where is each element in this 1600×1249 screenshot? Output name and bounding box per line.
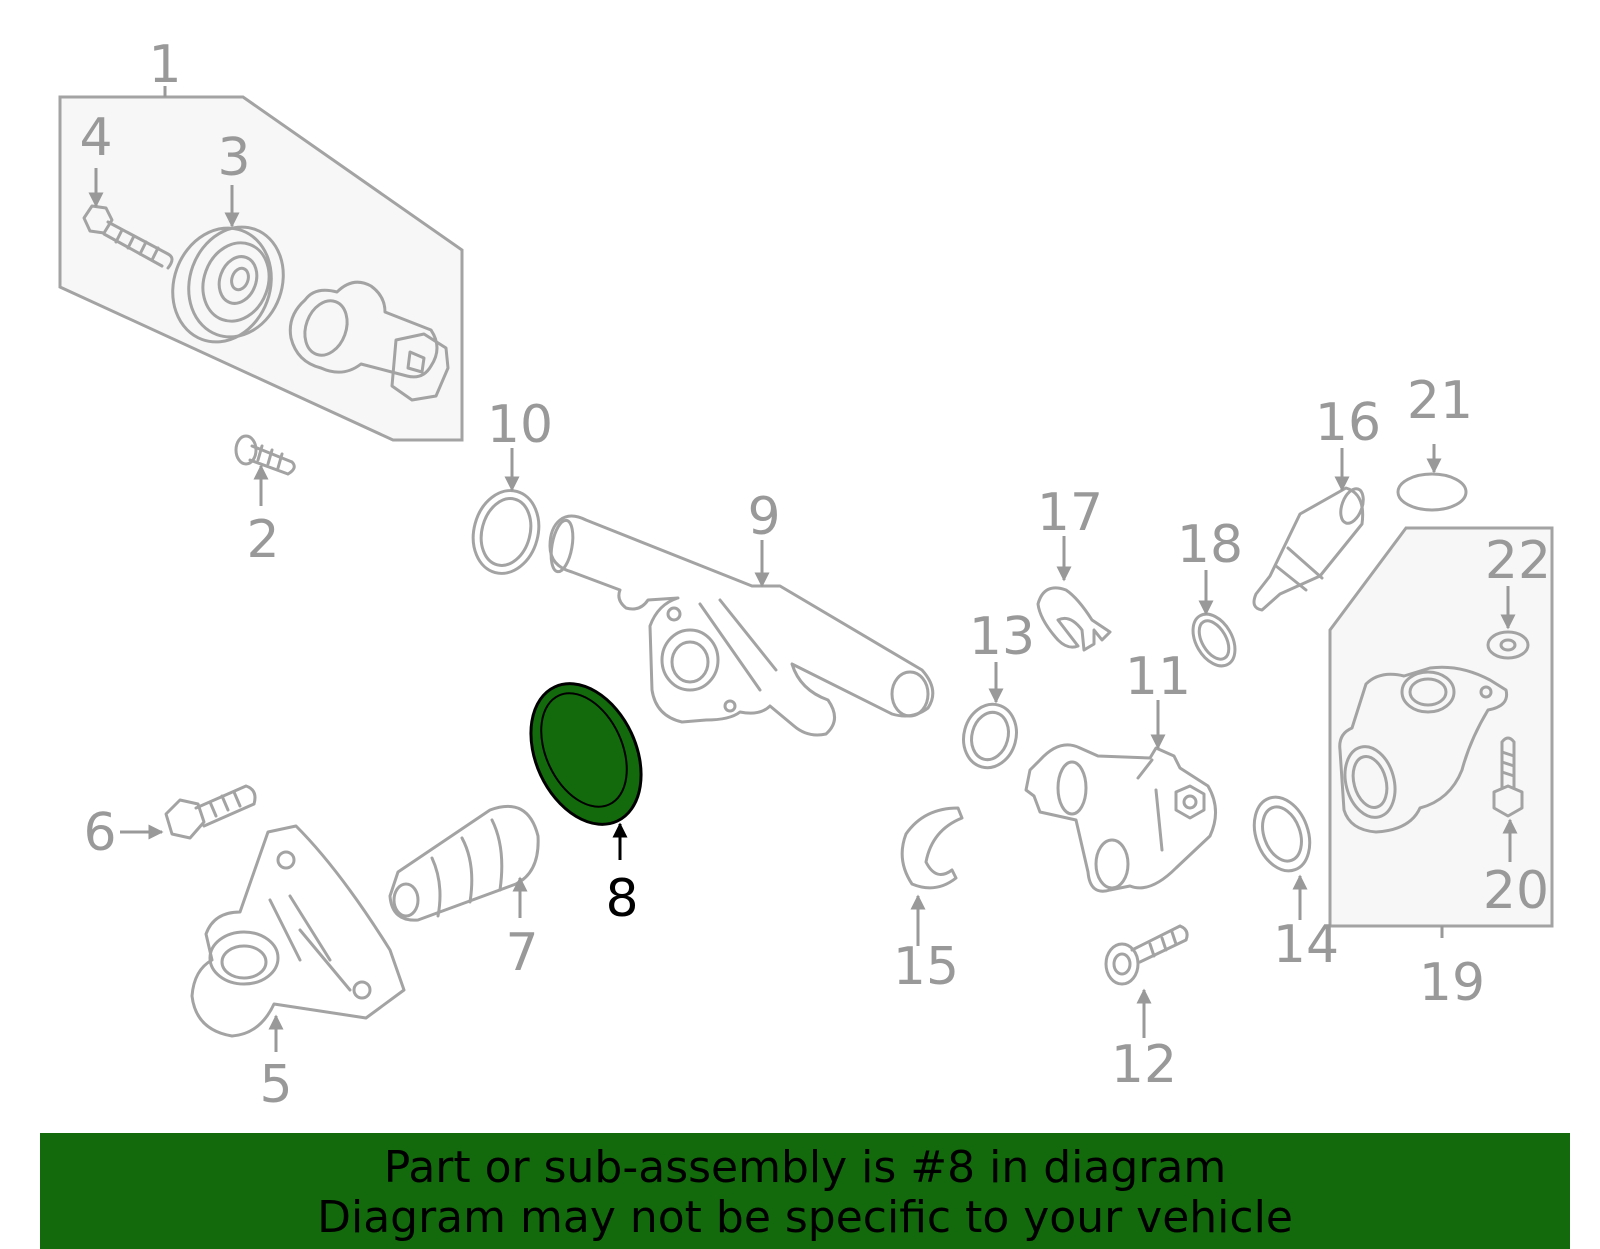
part-18-oring[interactable] bbox=[1184, 607, 1243, 673]
callout-11: 11 bbox=[1125, 647, 1191, 707]
part-9-water-outlet[interactable] bbox=[548, 514, 935, 737]
callout-17: 17 bbox=[1037, 483, 1103, 543]
callout-14: 14 bbox=[1273, 915, 1339, 975]
callout-1: 1 bbox=[148, 35, 181, 95]
part-1-tensioner[interactable] bbox=[288, 280, 450, 402]
info-banner: Part or sub-assembly is #8 in diagram Di… bbox=[40, 1133, 1570, 1249]
part-20-bolt[interactable] bbox=[1492, 736, 1524, 818]
callout-15: 15 bbox=[893, 937, 959, 997]
callout-10: 10 bbox=[487, 395, 553, 455]
part-12-bolt[interactable] bbox=[1104, 924, 1189, 986]
callout-5: 5 bbox=[259, 1055, 292, 1115]
part-21-oring[interactable] bbox=[1396, 472, 1468, 512]
callout-labels: 1 4 3 2 10 9 17 16 21 18 22 13 11 6 8 20… bbox=[79, 35, 1551, 1115]
part-8-gasket[interactable] bbox=[509, 666, 662, 842]
banner-line-1: Part or sub-assembly is #8 in diagram bbox=[383, 1142, 1227, 1193]
banner-line-2: Diagram may not be specific to your vehi… bbox=[317, 1192, 1293, 1243]
part-17-clip[interactable] bbox=[1036, 586, 1112, 652]
callout-16: 16 bbox=[1315, 393, 1381, 453]
callout-18: 18 bbox=[1177, 515, 1243, 575]
callout-22: 22 bbox=[1485, 531, 1551, 591]
callout-3: 3 bbox=[217, 128, 250, 188]
assembly-1-panel bbox=[58, 95, 464, 442]
callout-13: 13 bbox=[969, 607, 1035, 667]
part-14-oring[interactable] bbox=[1245, 789, 1320, 878]
part-13-oring[interactable] bbox=[957, 698, 1024, 773]
callout-7: 7 bbox=[505, 923, 538, 983]
part-5-housing[interactable] bbox=[190, 824, 406, 1038]
part-2-bolt[interactable] bbox=[234, 434, 296, 476]
callout-4: 4 bbox=[79, 108, 112, 168]
part-3-pulley[interactable] bbox=[157, 214, 298, 356]
callout-2: 2 bbox=[246, 510, 279, 570]
callout-21: 21 bbox=[1407, 371, 1473, 431]
part-11-thermostat-housing[interactable] bbox=[1024, 743, 1217, 893]
part-6-bolt[interactable] bbox=[164, 784, 257, 840]
part-10-oring[interactable] bbox=[464, 483, 548, 581]
part-15-clip[interactable] bbox=[900, 806, 964, 890]
part-22-washer[interactable] bbox=[1486, 630, 1530, 660]
parts-diagram: 1 4 3 2 10 9 17 16 21 18 22 13 11 6 8 20… bbox=[58, 35, 1554, 1115]
leader-lines bbox=[88, 168, 1518, 1052]
part-16-sensor[interactable] bbox=[1252, 486, 1368, 612]
part-19-elbow[interactable] bbox=[1338, 665, 1509, 834]
callout-8: 8 bbox=[605, 869, 638, 929]
callout-20: 20 bbox=[1483, 861, 1549, 921]
callout-9: 9 bbox=[747, 487, 780, 547]
callout-12: 12 bbox=[1111, 1035, 1177, 1095]
callout-6: 6 bbox=[83, 803, 116, 863]
part-7-cylinder[interactable] bbox=[388, 804, 540, 922]
callout-19: 19 bbox=[1419, 953, 1485, 1013]
